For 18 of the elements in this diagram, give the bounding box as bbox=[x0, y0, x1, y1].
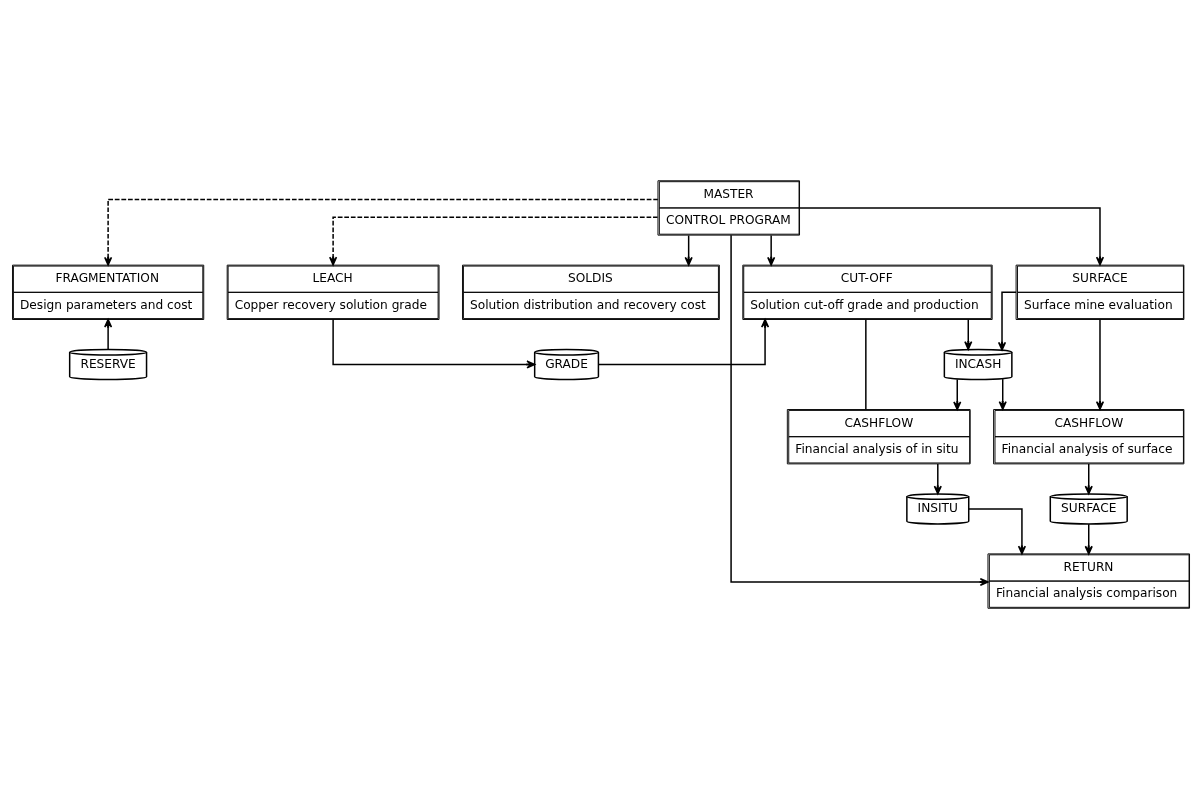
arrow bbox=[998, 377, 1007, 410]
arrow bbox=[1084, 462, 1093, 494]
connector bbox=[865, 318, 867, 410]
arrow bbox=[730, 233, 989, 586]
arrow bbox=[684, 234, 693, 266]
arrow bbox=[597, 318, 770, 365]
arrow bbox=[968, 507, 1027, 554]
arrow bbox=[1084, 522, 1093, 555]
arrow bbox=[799, 206, 1105, 265]
arrow bbox=[767, 234, 776, 266]
arrow bbox=[953, 378, 962, 410]
arrow bbox=[104, 198, 659, 266]
arrow bbox=[933, 462, 942, 494]
arrow bbox=[332, 318, 536, 369]
arrow bbox=[1095, 318, 1105, 410]
arrow bbox=[964, 318, 973, 350]
arrow bbox=[329, 216, 659, 266]
arrow bbox=[104, 318, 113, 350]
